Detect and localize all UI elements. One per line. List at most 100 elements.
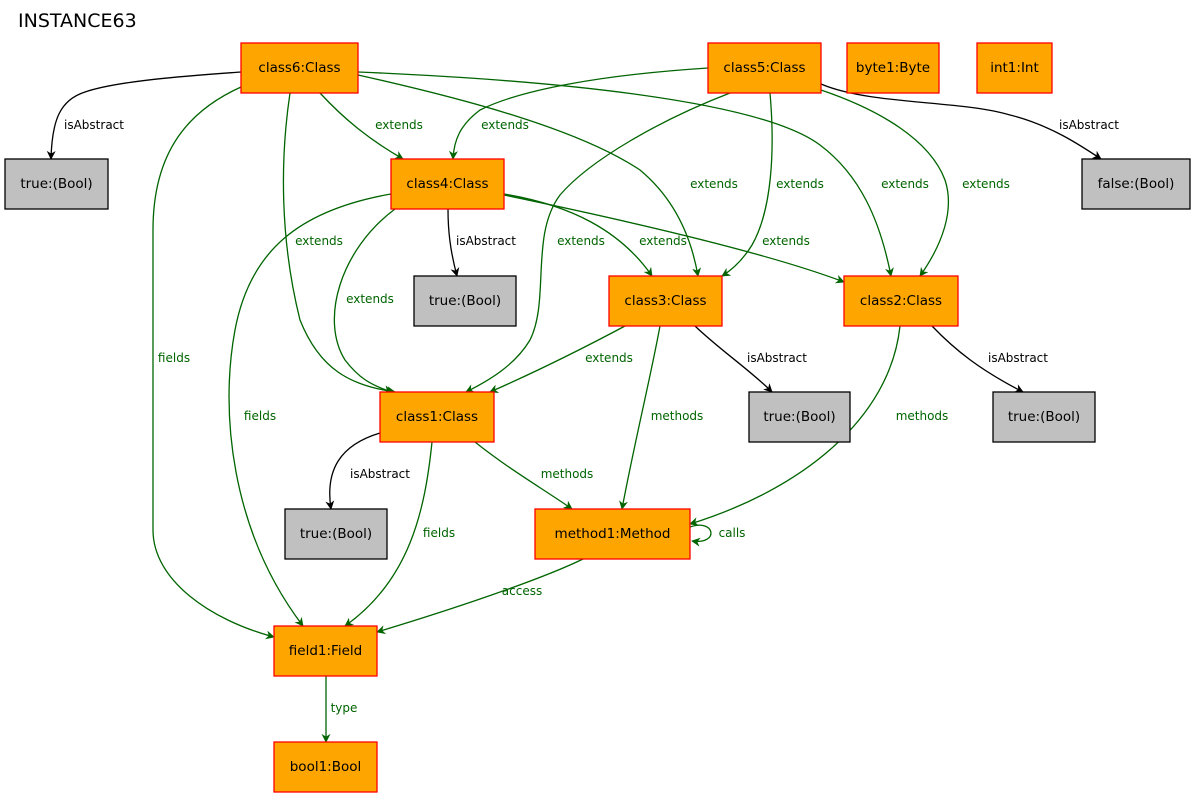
node-int1[interactable]: int1:Int bbox=[976, 42, 1053, 94]
edge-class3-class1: extends bbox=[489, 325, 633, 393]
edge-class6-class4: extends bbox=[319, 92, 423, 160]
edge-label: extends bbox=[481, 118, 529, 132]
node-field1[interactable]: field1:Field bbox=[273, 625, 378, 677]
node-class3[interactable]: class3:Class bbox=[608, 275, 723, 327]
node-class2[interactable]: class2:Class bbox=[843, 275, 959, 327]
node-box[interactable] bbox=[976, 42, 1053, 94]
edge-line bbox=[931, 325, 1024, 393]
edge-label: isAbstract bbox=[988, 351, 1048, 365]
node-box[interactable] bbox=[413, 275, 517, 327]
node-class5[interactable]: class5:Class bbox=[707, 42, 822, 94]
node-label: method1:Method bbox=[555, 526, 671, 542]
edge-class5-class3: extends bbox=[721, 92, 824, 277]
node-label: byte1:Byte bbox=[856, 60, 930, 76]
edge-line bbox=[503, 193, 653, 277]
edge-class4-boolB: isAbstract bbox=[447, 208, 516, 277]
edge-label: extends bbox=[776, 177, 824, 191]
node-class4[interactable]: class4:Class bbox=[390, 158, 505, 210]
edge-label: extends bbox=[557, 234, 605, 248]
node-class1[interactable]: class1:Class bbox=[379, 391, 495, 443]
edge-line bbox=[721, 92, 773, 277]
node-label: false:(Bool) bbox=[1098, 176, 1175, 192]
edge-label: methods bbox=[896, 409, 949, 423]
node-label: true:(Bool) bbox=[1008, 409, 1080, 425]
node-box[interactable] bbox=[273, 741, 378, 793]
edge-line bbox=[694, 325, 773, 393]
edge-method1-method1: calls bbox=[689, 524, 746, 547]
edge-label: access bbox=[502, 584, 542, 598]
edge-label: isAbstract bbox=[747, 351, 807, 365]
node-label: true:(Bool) bbox=[763, 409, 835, 425]
edge-class4-class1: extends bbox=[333, 208, 396, 394]
edge-line bbox=[465, 92, 731, 393]
edge-line bbox=[448, 67, 709, 160]
node-box[interactable] bbox=[608, 275, 723, 327]
edge-line bbox=[376, 558, 584, 634]
edge-label: extends bbox=[295, 234, 343, 248]
node-boolA[interactable]: true:(Bool) bbox=[4, 158, 109, 210]
edge-label: methods bbox=[651, 409, 704, 423]
edge-line bbox=[489, 325, 626, 393]
edge-label: calls bbox=[719, 526, 746, 540]
node-box[interactable] bbox=[1081, 158, 1191, 210]
edge-class6-class1: extends bbox=[282, 92, 396, 396]
node-boolD[interactable]: true:(Bool) bbox=[748, 391, 851, 443]
node-boolB[interactable]: true:(Bool) bbox=[413, 275, 517, 327]
node-box[interactable] bbox=[240, 42, 359, 94]
edge-label: extends bbox=[690, 177, 738, 191]
node-box[interactable] bbox=[284, 508, 388, 560]
edge-label: fields bbox=[423, 526, 455, 540]
edge-line bbox=[319, 92, 404, 160]
edge-line bbox=[46, 71, 242, 160]
node-bool1[interactable]: bool1:Bool bbox=[273, 741, 378, 793]
node-box[interactable] bbox=[379, 391, 495, 443]
edge-line bbox=[503, 194, 845, 284]
edge-label: extends bbox=[346, 292, 394, 306]
edge-class6-class3: extends bbox=[357, 74, 738, 277]
node-byte1[interactable]: byte1:Byte bbox=[846, 42, 940, 94]
node-box[interactable] bbox=[846, 42, 940, 94]
edge-class4-class3: extends bbox=[503, 193, 687, 277]
node-box[interactable] bbox=[707, 42, 822, 94]
node-label: field1:Field bbox=[289, 643, 362, 659]
edge-label: isAbstract bbox=[350, 467, 410, 481]
node-method1[interactable]: method1:Method bbox=[534, 508, 691, 560]
diagram-title: INSTANCE63 bbox=[18, 10, 137, 32]
node-box[interactable] bbox=[992, 391, 1096, 443]
node-box[interactable] bbox=[843, 275, 959, 327]
edge-label: extends bbox=[375, 118, 423, 132]
edge-class4-class2: extends bbox=[503, 194, 845, 284]
node-class6[interactable]: class6:Class bbox=[240, 42, 359, 94]
node-label: int1:Int bbox=[990, 60, 1039, 76]
node-label: true:(Bool) bbox=[429, 293, 501, 309]
node-label: bool1:Bool bbox=[290, 759, 362, 775]
edge-class5-class2: extends bbox=[820, 89, 1010, 277]
node-box[interactable] bbox=[390, 158, 505, 210]
edge-label: extends bbox=[762, 234, 810, 248]
edge-line bbox=[333, 208, 396, 394]
edge-line bbox=[344, 441, 433, 627]
node-label: true:(Bool) bbox=[300, 526, 372, 542]
edge-line bbox=[689, 325, 901, 526]
node-boolF[interactable]: false:(Bool) bbox=[1081, 158, 1191, 210]
node-label: class4:Class bbox=[406, 176, 488, 192]
node-boolE[interactable]: true:(Bool) bbox=[992, 391, 1096, 443]
edge-class1-method1: methods bbox=[474, 441, 594, 510]
node-label: class6:Class bbox=[258, 60, 340, 76]
node-label: true:(Bool) bbox=[20, 176, 92, 192]
edge-label: isAbstract bbox=[64, 118, 124, 132]
node-boolC[interactable]: true:(Bool) bbox=[284, 508, 388, 560]
node-box[interactable] bbox=[4, 158, 109, 210]
edge-line bbox=[357, 74, 702, 277]
edge-line bbox=[152, 86, 275, 640]
edge-class1-boolC: isAbstract bbox=[325, 432, 410, 510]
node-box[interactable] bbox=[748, 391, 851, 443]
node-box[interactable] bbox=[534, 508, 691, 560]
edge-class6-field1: fields bbox=[152, 86, 275, 640]
edge-class6-boolA: isAbstract bbox=[46, 71, 242, 160]
edge-label: extends bbox=[585, 351, 633, 365]
edge-label: methods bbox=[541, 467, 594, 481]
edge-class2-boolE: isAbstract bbox=[931, 325, 1048, 393]
node-box[interactable] bbox=[273, 625, 378, 677]
